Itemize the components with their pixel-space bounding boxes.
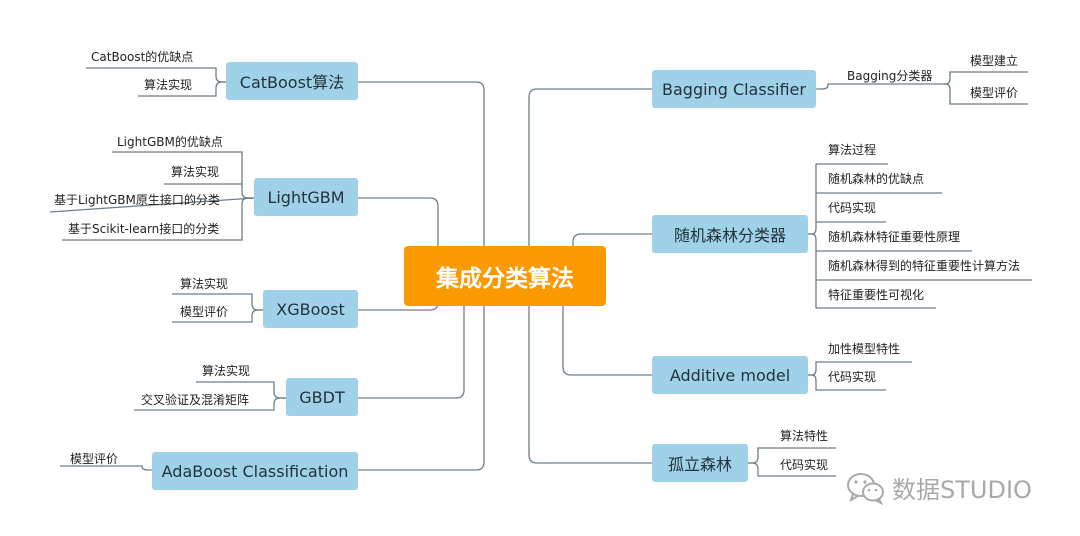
- leaf-line-iforest-2: [748, 462, 836, 477]
- connector-additive: [562, 306, 652, 376]
- branch-isolation-forest[interactable]: 孤立森林: [652, 444, 748, 482]
- leaf-rf-importance-principle[interactable]: 随机森林特征重要性原理: [828, 230, 961, 244]
- branch-lightgbm[interactable]: LightGBM: [254, 178, 358, 216]
- leaf-line-bagging-1: [816, 83, 944, 90]
- leaf-bagging-build[interactable]: 模型建立: [970, 54, 1019, 68]
- leaf-line-lightgbm-4: [62, 197, 254, 241]
- connector-iforest: [528, 306, 652, 464]
- leaf-xgboost-impl[interactable]: 算法实现: [180, 277, 229, 291]
- branch-adaboost[interactable]: AdaBoost Classification: [152, 452, 358, 490]
- leaf-line-gbdt-2: [134, 397, 286, 411]
- wechat-icon: [847, 472, 884, 505]
- leaf-lightgbm-native[interactable]: 基于LightGBM原生接口的分类: [54, 193, 220, 207]
- branch-bagging[interactable]: Bagging Classifier: [652, 70, 816, 108]
- leaf-line-bagging-gc-2: [944, 83, 1028, 105]
- connector-gbdt: [358, 306, 465, 399]
- leaf-lightgbm-sklearn[interactable]: 基于Scikit-learn接口的分类: [68, 222, 220, 236]
- leaf-gbdt-cv[interactable]: 交叉验证及混淆矩阵: [141, 393, 250, 407]
- leaf-additive-properties[interactable]: 加性模型特性: [828, 342, 901, 356]
- connector-bagging: [528, 88, 652, 246]
- leaf-iforest-properties[interactable]: 算法特性: [780, 429, 829, 443]
- leaf-rf-pros-cons[interactable]: 随机森林的优缺点: [828, 172, 925, 186]
- leaf-line-adaboost-1: [60, 465, 152, 471]
- leaf-additive-code[interactable]: 代码实现: [828, 370, 877, 384]
- root-node[interactable]: 集成分类算法: [404, 246, 606, 306]
- branch-additive-model[interactable]: Additive model: [652, 356, 808, 394]
- leaf-lightgbm-impl[interactable]: 算法实现: [171, 165, 220, 179]
- leaf-rf-process[interactable]: 算法过程: [828, 143, 877, 157]
- branch-gbdt[interactable]: GBDT: [286, 378, 358, 416]
- leaf-line-rf-6: [808, 233, 936, 309]
- watermark-text: 数据STUDIO: [892, 476, 1032, 504]
- leaf-rf-importance-viz[interactable]: 特征重要性可视化: [828, 288, 925, 302]
- branch-random-forest[interactable]: 随机森林分类器: [652, 215, 808, 253]
- leaf-line-bagging-gc-1: [944, 71, 1028, 85]
- leaf-rf-code[interactable]: 代码实现: [828, 201, 877, 215]
- branch-catboost[interactable]: CatBoost算法: [226, 62, 358, 100]
- leaf-adaboost-eval[interactable]: 模型评价: [70, 452, 119, 466]
- leaf-bagging-eval[interactable]: 模型评价: [970, 86, 1019, 100]
- connector-lightgbm: [358, 197, 439, 246]
- leaf-xgboost-eval[interactable]: 模型评价: [180, 305, 229, 319]
- leaf-bagging-classifier[interactable]: Bagging分类器: [847, 69, 933, 83]
- leaf-gbdt-impl[interactable]: 算法实现: [202, 364, 251, 378]
- watermark: 数据STUDIO: [846, 470, 1032, 505]
- leaf-catboost-impl[interactable]: 算法实现: [144, 78, 193, 92]
- leaf-rf-importance-method[interactable]: 随机森林得到的特征重要性计算方法: [828, 259, 1021, 273]
- leaf-line-lightgbm-3: [49, 197, 255, 213]
- leaf-line-xgboost-2: [172, 309, 263, 323]
- leaf-line-additive-2: [808, 374, 886, 391]
- leaf-iforest-code[interactable]: 代码实现: [780, 458, 829, 472]
- connector-rf: [572, 233, 652, 246]
- connector-catboost: [358, 81, 485, 246]
- leaf-line-catboost-2: [138, 81, 226, 97]
- leaf-catboost-pros-cons[interactable]: CatBoost的优缺点: [91, 50, 194, 64]
- branch-xgboost[interactable]: XGBoost: [263, 290, 358, 328]
- connector-adaboost: [358, 306, 485, 471]
- leaf-lightgbm-pros-cons[interactable]: LightGBM的优缺点: [117, 135, 223, 149]
